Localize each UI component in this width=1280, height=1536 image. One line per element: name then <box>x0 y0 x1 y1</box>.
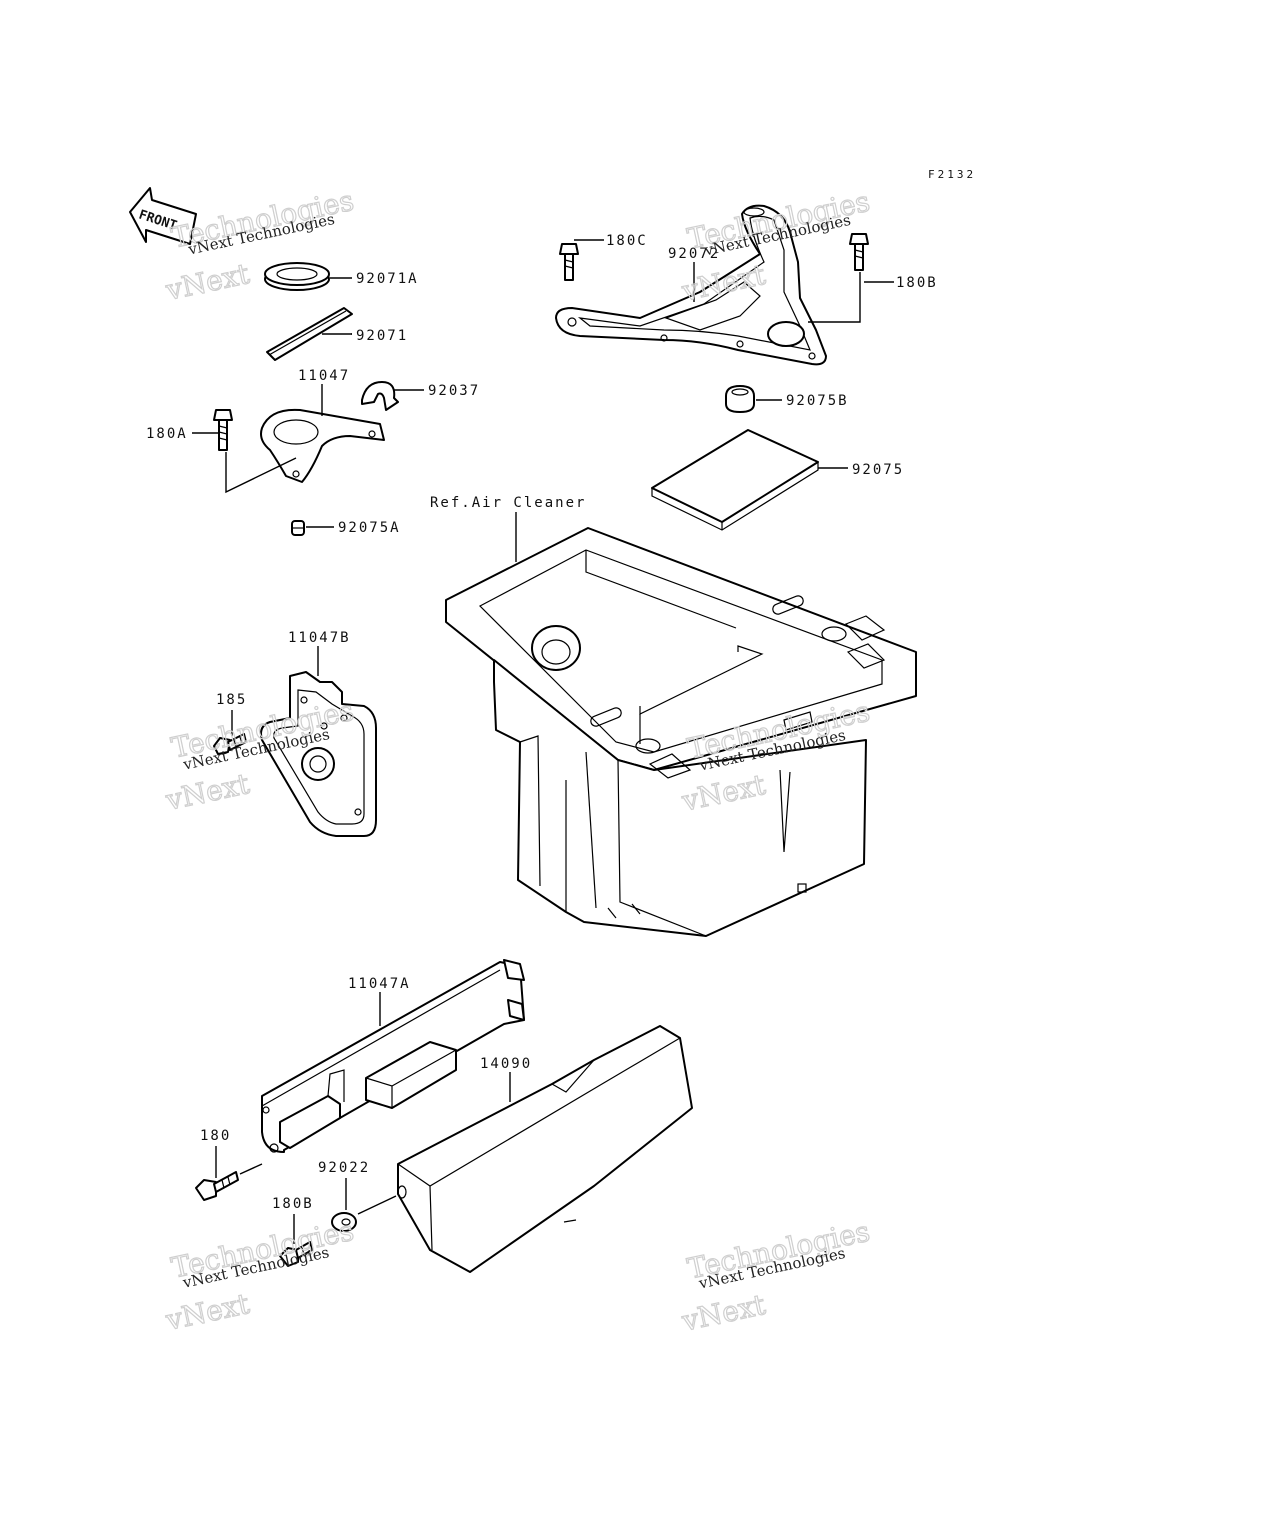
label-ref-air-cleaner: Ref.Air Cleaner <box>430 495 586 511</box>
watermark-bottom-left: vNext Technologies vNext Technologies <box>162 1213 358 1337</box>
part-92022-washer <box>331 1195 397 1232</box>
front-arrow-icon: FRONT <box>129 187 197 245</box>
label-92075: 92075 <box>852 462 904 478</box>
svg-text:vNext: vNext <box>678 1288 769 1338</box>
label-92022: 92022 <box>318 1160 370 1176</box>
part-92075-pad <box>651 429 848 531</box>
label-180B-top: 180B <box>896 275 938 291</box>
label-92071A: 92071A <box>356 271 419 287</box>
label-11047: 11047 <box>298 368 350 384</box>
part-92072-bracket <box>555 204 827 366</box>
part-92075A-grommet <box>291 520 334 536</box>
part-92071-strip <box>266 307 353 361</box>
part-11047A-bracket <box>261 959 525 1153</box>
watermark-bottom-right: vNext Technologies vNext Technologies <box>678 1214 874 1338</box>
label-180: 180 <box>200 1128 231 1144</box>
label-180A: 180A <box>146 426 188 442</box>
part-11047-bracket <box>260 384 385 483</box>
part-180-bolt <box>195 1163 263 1201</box>
watermark-top-left: vNext Technologies vNext Technologies <box>162 183 358 307</box>
svg-text:vNext: vNext <box>162 767 253 817</box>
label-92075A: 92075A <box>338 520 401 536</box>
svg-text:vNext: vNext <box>162 257 253 307</box>
svg-text:vNext: vNext <box>162 1287 253 1337</box>
label-92072: 92072 <box>668 246 720 262</box>
air-cleaner-case <box>445 527 917 937</box>
label-180B-bottom: 180B <box>272 1196 314 1212</box>
part-14090-cover <box>397 1025 693 1273</box>
part-11047B-plate <box>260 671 377 837</box>
label-180C: 180C <box>606 233 648 249</box>
part-185-screw <box>213 710 247 755</box>
part-180B-bolt-top <box>808 233 894 323</box>
part-92071A-ring <box>264 262 352 291</box>
label-185: 185 <box>216 692 247 708</box>
part-180B-bolt-bottom <box>279 1241 313 1267</box>
part-92075B-damper <box>725 385 782 413</box>
figure-code: F2132 <box>928 168 976 181</box>
part-180A-bolt <box>192 409 297 494</box>
part-92037-clamp <box>361 381 424 411</box>
label-14090: 14090 <box>480 1056 532 1072</box>
label-11047A: 11047A <box>348 976 411 992</box>
label-92071: 92071 <box>356 328 408 344</box>
part-180C-bolt <box>559 239 604 281</box>
label-92037: 92037 <box>428 383 480 399</box>
label-11047B: 11047B <box>288 630 351 646</box>
label-92075B: 92075B <box>786 393 849 409</box>
